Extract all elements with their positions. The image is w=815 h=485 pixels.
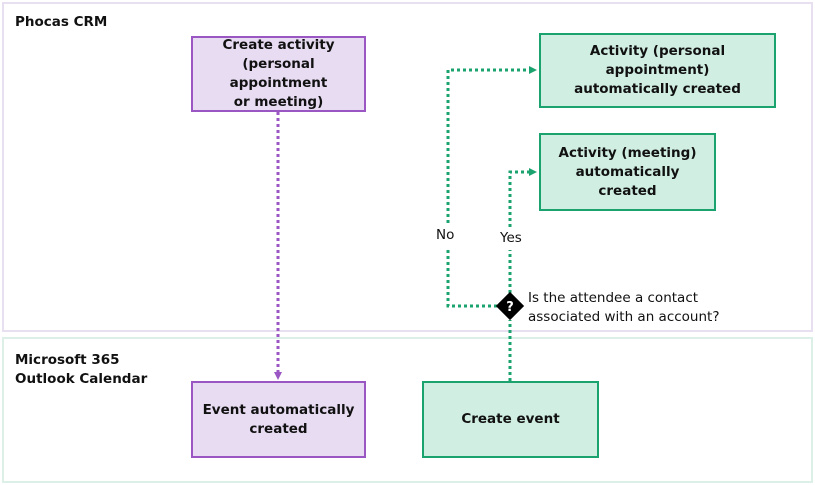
- decision-symbol: ?: [506, 300, 514, 315]
- branch-label-yes: Yes: [498, 227, 524, 250]
- create-event-box[interactable]: Create event: [422, 381, 599, 458]
- event-automatically-created-box: Event automatically created: [191, 381, 366, 458]
- activity-personal-appointment-box: Activity (personal appointment) automati…: [539, 33, 776, 108]
- connector-no-branch: [446, 66, 537, 308]
- create-activity-label: Create activity (personal appointment or…: [222, 37, 335, 110]
- activity-personal-appointment-label: Activity (personal appointment) automati…: [574, 43, 741, 97]
- create-activity-box[interactable]: Create activity (personal appointment or…: [191, 36, 366, 112]
- event-automatically-created-label: Event automatically created: [202, 401, 355, 437]
- connector-yes-branch: [508, 168, 537, 293]
- create-event-label: Create event: [461, 411, 560, 427]
- decision-diamond-icon: ?: [495, 291, 525, 321]
- activity-meeting-box: Activity (meeting) automatically created: [539, 133, 716, 211]
- lane-title-phocas-crm: Phocas CRM: [15, 14, 108, 30]
- lane-phocas-crm: [2, 2, 813, 332]
- lane-title-outlook-calendar: Microsoft 365 Outlook Calendar: [15, 352, 148, 387]
- lane-outlook-calendar: [2, 337, 813, 483]
- branch-label-no: No: [434, 224, 457, 247]
- decision-question: Is the attendee a contact associated wit…: [528, 290, 720, 325]
- activity-meeting-label: Activity (meeting) automatically created: [558, 144, 697, 199]
